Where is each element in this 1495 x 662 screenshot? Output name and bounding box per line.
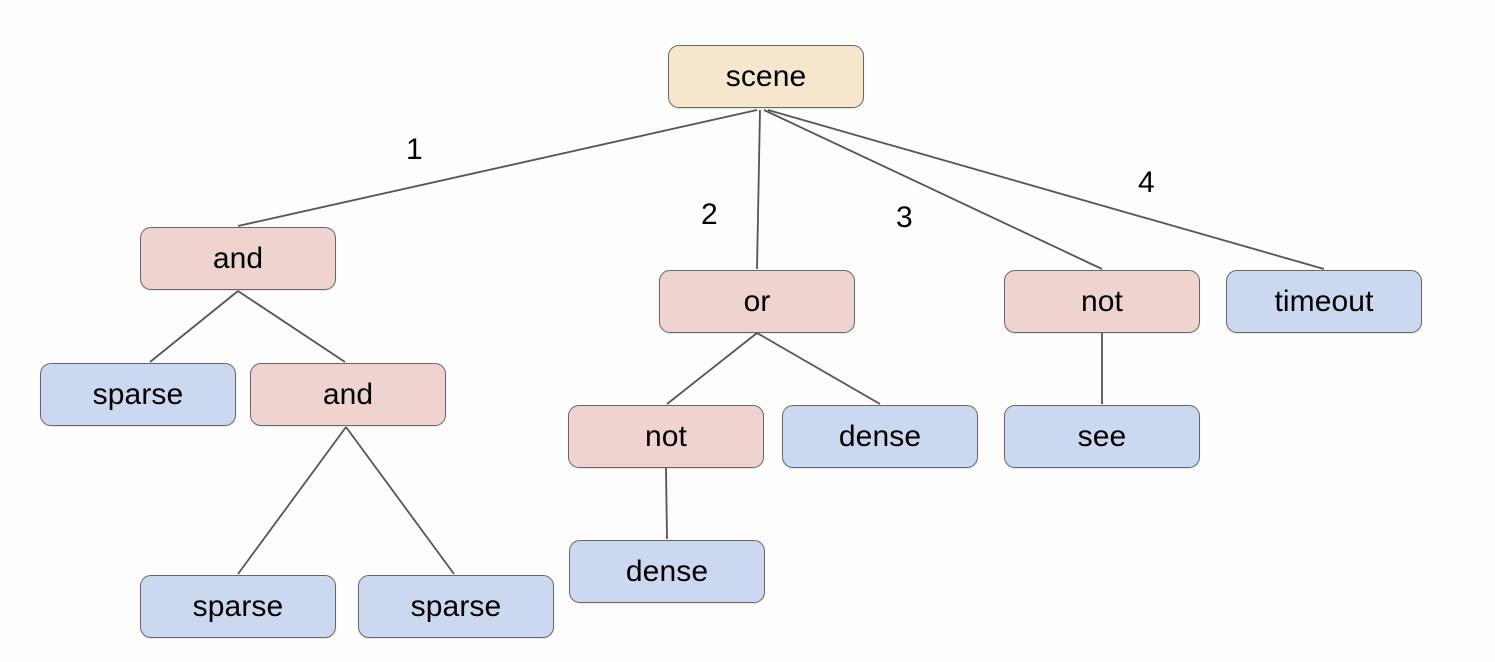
edge-scene-to-or1 bbox=[756, 109, 761, 270]
node-label: or bbox=[743, 284, 771, 318]
node-and2[interactable]: and bbox=[250, 363, 446, 426]
node-scene[interactable]: scene bbox=[668, 45, 864, 108]
edge-or1-to-not1 bbox=[666, 332, 758, 405]
edge-scene-to-not2 bbox=[763, 109, 1103, 270]
node-and1[interactable]: and bbox=[140, 227, 336, 290]
edge-and1-to-sparse1 bbox=[149, 290, 239, 363]
node-sparse1[interactable]: sparse bbox=[40, 363, 236, 426]
edge-label-2: 2 bbox=[701, 198, 718, 231]
node-sparse3[interactable]: sparse bbox=[358, 575, 554, 638]
node-timeout1[interactable]: timeout bbox=[1226, 270, 1422, 333]
node-not1[interactable]: not bbox=[568, 405, 764, 468]
node-label: see bbox=[1077, 419, 1127, 453]
node-label: dense bbox=[625, 554, 709, 588]
node-or1[interactable]: or bbox=[659, 270, 855, 333]
node-label: dense bbox=[838, 419, 922, 453]
edge-label-3: 3 bbox=[896, 201, 913, 234]
edge-and1-to-and2 bbox=[237, 290, 346, 363]
edge-or1-to-dense1 bbox=[756, 332, 881, 405]
node-label: timeout bbox=[1274, 284, 1374, 318]
node-label: sparse bbox=[192, 589, 284, 623]
node-sparse2[interactable]: sparse bbox=[140, 575, 336, 638]
edge-scene-to-timeout1 bbox=[767, 109, 1325, 270]
edge-label-1: 1 bbox=[406, 133, 423, 166]
node-not2[interactable]: not bbox=[1004, 270, 1200, 333]
edge-not1-to-dense2 bbox=[665, 467, 668, 540]
node-see1[interactable]: see bbox=[1004, 405, 1200, 468]
edge-and2-to-sparse2 bbox=[237, 426, 347, 575]
edge-scene-to-and1 bbox=[237, 109, 758, 227]
node-label: not bbox=[1080, 284, 1123, 318]
node-label: not bbox=[644, 419, 687, 453]
node-dense2[interactable]: dense bbox=[569, 540, 765, 603]
node-label: and bbox=[212, 241, 264, 275]
node-label: sparse bbox=[92, 377, 184, 411]
node-label: and bbox=[322, 377, 374, 411]
edge-and2-to-sparse3 bbox=[345, 426, 455, 575]
node-label: scene bbox=[725, 59, 807, 93]
node-label: sparse bbox=[410, 589, 502, 623]
edge-label-4: 4 bbox=[1138, 166, 1155, 199]
node-dense1[interactable]: dense bbox=[782, 405, 978, 468]
